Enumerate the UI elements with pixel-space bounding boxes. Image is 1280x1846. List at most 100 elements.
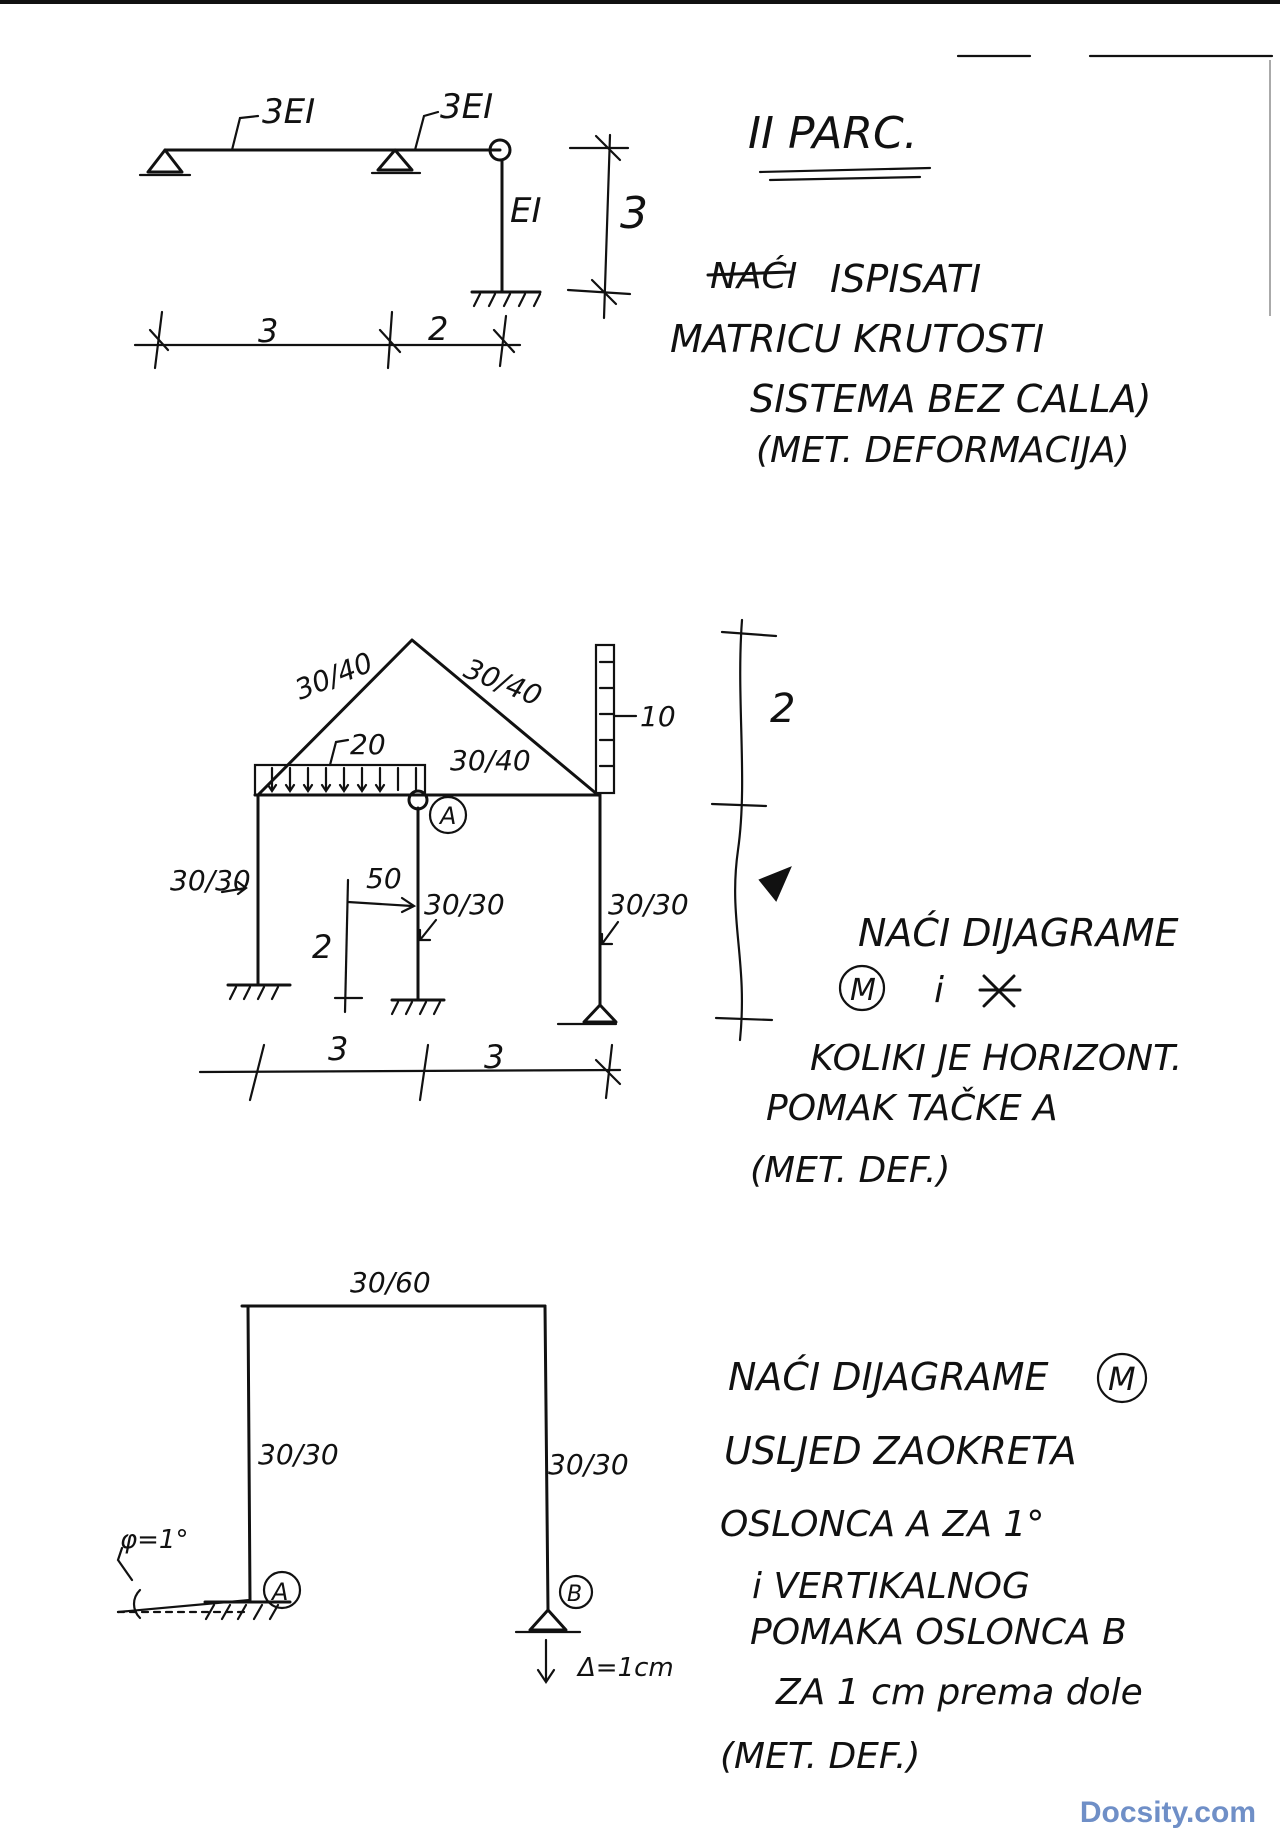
dim-tick [378,328,402,354]
section-pointer-middle [418,918,438,942]
section-pointer-right [600,920,620,946]
lateral-load-arrows [598,660,616,768]
frame-left-column [246,1304,252,1602]
support-b-circle [558,1574,594,1610]
span-dimension-line [198,1068,622,1074]
problem-2-line-5: (MET. DEF.) [750,1150,950,1191]
dim-tick [492,328,516,354]
beam-left-stiffness-label: 3EI [262,92,315,132]
problem-1-line-4: (MET. DEFORMACIJA) [756,430,1130,471]
fixed-hatching [228,985,280,1001]
roof-rafters [256,638,600,797]
udl-value: 20 [350,728,386,761]
span-left-value: 3 [328,1030,348,1068]
heading-underline [758,166,932,174]
rafter-left-section: 30/40 [290,646,377,707]
heading-underline [768,175,922,182]
load-height-dimension [343,878,350,1014]
span-left-value: 3 [258,312,278,350]
problem-1-line-2: MATRICU KRUTOSTI [670,317,1044,361]
dim-tick [594,1058,622,1086]
crossed-word: NAĆI [710,255,797,297]
problem-3-line-2: USLJED ZAOKRETA [724,1429,1077,1473]
point-load-arrowhead [400,896,417,914]
label-leader [413,110,440,152]
dim-tick [566,288,632,296]
support-a-label: A [270,1578,288,1606]
span-right-value: 3 [484,1038,504,1076]
dim-tick [590,278,618,306]
settlement-arrowhead [536,1668,556,1684]
left-column-section: 30/30 [258,1438,339,1471]
udl-arrows [270,766,418,792]
problem-1-text: NAĆI ISPISATI MATRICU KRUTOSTI SISTEMA B… [670,255,1151,471]
udl-arrowheads [266,783,386,793]
problem-3-line-7: (MET. DEF.) [720,1736,920,1777]
problem-1-line-1: ISPISATI [830,257,981,301]
page-heading: II PARC. [748,108,918,159]
left-column-section: 30/30 [170,864,251,897]
scribble-mark [978,974,1022,1008]
settlement-value: Δ=1cm [576,1653,674,1683]
column-stiffness-label: EI [510,191,542,231]
rotated-support-line [116,1598,252,1614]
right-column-section: 30/30 [608,888,689,921]
problem-3-line-6: ZA 1 cm prema dole [775,1672,1143,1713]
lateral-load-box [594,643,616,795]
problem-3-line-4: i VERTIKALNOG [752,1566,1030,1607]
m-symbol-circle [1096,1352,1148,1404]
hinge-node [488,138,512,162]
load-height-value: 2 [312,928,332,966]
node-a-circle [428,795,468,835]
dim-tick [714,1016,774,1022]
problem-1-diagram [133,110,632,370]
dim-tick [248,1043,266,1102]
udl-leader [328,738,350,767]
node-a-label: A [438,802,456,830]
frame-right-column [543,1304,550,1612]
lateral-load-value: 10 [640,700,676,733]
problem-2-diagram [198,618,792,1102]
label-leader [230,114,260,152]
pin-support-left [146,148,184,174]
problem-3-line-5: POMAKA OSLONCA B [750,1612,1127,1653]
problem-2-line-3: KOLIKI JE HORIZONT. [810,1038,1182,1079]
problem-3-diagram [116,1304,594,1684]
dim-tick [148,328,170,352]
span-right-value: 2 [428,310,448,348]
fixed-hatching [390,1000,442,1016]
tie-section: 30/40 [450,744,531,777]
problem-3-line-1: NAĆI DIJAGRAME [728,1355,1049,1399]
problem-2-text: NAĆI DIJAGRAME M i KOLIKI JE HORIZONT. P… [750,911,1182,1191]
dim-tick [594,134,622,162]
pin-support-middle [376,148,414,172]
hinge-a [407,789,429,811]
problem-2-line-4: POMAK TAČKE A [766,1087,1058,1129]
ink-mark [758,866,792,902]
m-symbol-circle [838,964,886,1012]
strike-through [706,270,792,277]
problem-3-text: NAĆI DIJAGRAME M USLJED ZAOKRETA OSLONCA… [720,1352,1148,1777]
beam-right-stiffness-label: 3EI [440,87,493,127]
problem-1-line-3: SISTEMA BEZ CALLA) [750,377,1151,421]
support-a-circle [262,1570,302,1610]
point-load-value: 50 [366,862,402,895]
top-height-value: 2 [770,686,795,732]
section-pointer-left [220,880,248,896]
beam-section: 30/60 [350,1266,431,1299]
problem-3-line-3: OSLONCA A ZA 1° [720,1504,1044,1545]
right-column-section: 30/30 [548,1448,629,1481]
udl-load-box [253,763,427,797]
pin-support-right [582,1003,618,1024]
height-dimension-line [734,618,744,1042]
fixed-hatching [472,292,542,308]
docsity-watermark[interactable]: Docsity.com [1079,1796,1256,1829]
problem-2-line-2: i [934,970,944,1011]
rotation-leader [116,1546,134,1582]
height-value: 3 [620,188,648,239]
rafter-right-section: 30/40 [459,652,546,713]
middle-column-section: 30/30 [424,888,505,921]
pin-support-b [528,1608,568,1632]
problem-2-line-1: NAĆI DIJAGRAME [858,911,1179,955]
